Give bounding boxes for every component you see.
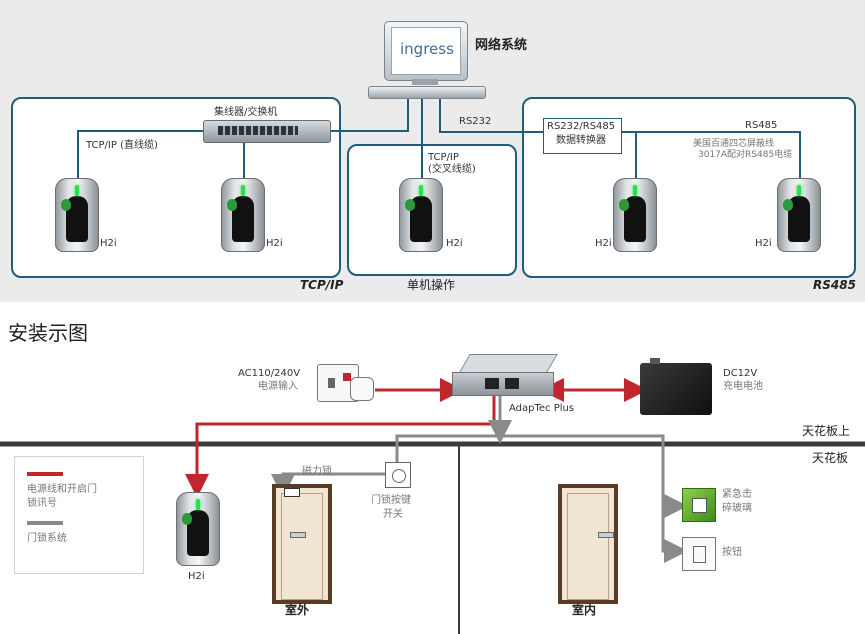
computer-screen: ingress bbox=[391, 27, 461, 75]
converter-label-2: 数据转换器 bbox=[556, 135, 606, 146]
emergency-label-2: 碎玻璃 bbox=[722, 503, 752, 514]
controller-port bbox=[485, 378, 499, 389]
cable-note-1: 美国百通四芯屏蔽线 bbox=[693, 139, 775, 149]
rs485-label: RS485 bbox=[745, 120, 778, 131]
cable-note-2: 3017A配对RS485电缆 bbox=[698, 150, 793, 160]
reader-label-2: H2i bbox=[266, 238, 283, 249]
keyboard bbox=[368, 86, 486, 99]
tcp-panel-title: TCP/IP bbox=[300, 278, 344, 292]
ceiling-above-label: 天花板上 bbox=[802, 424, 851, 438]
outdoor-door bbox=[272, 484, 332, 604]
tcp-cross-label-2: (交叉线缆) bbox=[428, 164, 476, 175]
indoor-door-handle bbox=[598, 532, 614, 538]
legend-lock-swatch bbox=[27, 521, 63, 525]
network-hub bbox=[203, 120, 331, 143]
converter-label: RS232/RS485 bbox=[547, 121, 616, 132]
maglock-label: 磁力锁 bbox=[302, 466, 332, 477]
controller-label: AdapTec Plus bbox=[509, 403, 575, 414]
battery-label: DC12V bbox=[723, 368, 758, 379]
inside-label: 室内 bbox=[572, 603, 597, 617]
legend-item-1-line-2: 锁讯号 bbox=[27, 498, 57, 509]
exit-button-label: 门锁按键 bbox=[371, 495, 411, 506]
legend-power-swatch bbox=[27, 472, 63, 476]
single-panel-title: 单机操作 bbox=[407, 278, 456, 292]
controller-front bbox=[452, 372, 554, 396]
install-title: 安装示图 bbox=[8, 321, 88, 345]
emergency-label: 紧急击 bbox=[722, 489, 752, 500]
installed-reader-label: H2i bbox=[188, 571, 205, 582]
reader-label-3: H2i bbox=[446, 238, 463, 249]
outside-label: 室外 bbox=[285, 603, 310, 617]
network-system-label: 网络系统 bbox=[475, 38, 528, 53]
computer-logo: ingress bbox=[400, 40, 454, 58]
adaptec-controller bbox=[452, 354, 558, 398]
reader-label-1: H2i bbox=[100, 238, 117, 249]
installed-h2i-reader bbox=[176, 492, 220, 566]
battery-terminal bbox=[650, 358, 660, 364]
hub-ports bbox=[218, 126, 298, 135]
emergency-glass-center bbox=[692, 498, 707, 513]
controller-port-2 bbox=[505, 378, 519, 389]
data-converter bbox=[543, 118, 622, 154]
legend-item-1: 电源线和开启门 bbox=[27, 484, 97, 495]
rs232-label: RS232 bbox=[459, 116, 492, 127]
h2i-reader-3 bbox=[399, 178, 443, 252]
tcp-cross-label: TCP/IP bbox=[428, 152, 459, 163]
socket-switch bbox=[343, 373, 351, 381]
socket-slot bbox=[328, 378, 335, 388]
door-handle bbox=[290, 532, 306, 538]
controller-top bbox=[458, 354, 558, 374]
tcp-direct-label: TCP/IP (直线缆) bbox=[86, 140, 158, 151]
h2i-reader-4 bbox=[613, 178, 657, 252]
maglock-plate bbox=[284, 488, 300, 497]
h2i-reader-1 bbox=[55, 178, 99, 252]
h2i-reader-5 bbox=[777, 178, 821, 252]
reader-label-4: H2i bbox=[595, 238, 612, 249]
power-input-label: AC110/240V bbox=[238, 368, 301, 379]
exit-button-label-2: 开关 bbox=[383, 509, 403, 520]
power-input-label-2: 电源输入 bbox=[258, 381, 298, 392]
computer: ingress bbox=[384, 21, 468, 81]
rs485-panel-title: RS485 bbox=[813, 278, 856, 292]
legend-item-2: 门锁系统 bbox=[27, 533, 67, 544]
ceiling-label: 天花板 bbox=[812, 451, 849, 465]
battery-label-2: 充电电池 bbox=[723, 381, 763, 392]
exit-button bbox=[385, 462, 411, 488]
push-button-label: 按钮 bbox=[722, 547, 742, 558]
hub-label: 集线器/交换机 bbox=[214, 107, 278, 118]
h2i-reader-2 bbox=[221, 178, 265, 252]
battery bbox=[640, 363, 712, 415]
power-plug bbox=[350, 377, 374, 401]
legend: 电源线和开启门 锁讯号 门锁系统 bbox=[14, 456, 144, 574]
push-button bbox=[682, 537, 716, 571]
computer-stand bbox=[412, 79, 438, 85]
indoor-door bbox=[558, 484, 618, 604]
emergency-break-glass bbox=[682, 488, 716, 522]
push-button-face bbox=[693, 546, 706, 563]
reader-label-5: H2i bbox=[755, 238, 772, 249]
exit-button-ring bbox=[392, 469, 406, 483]
